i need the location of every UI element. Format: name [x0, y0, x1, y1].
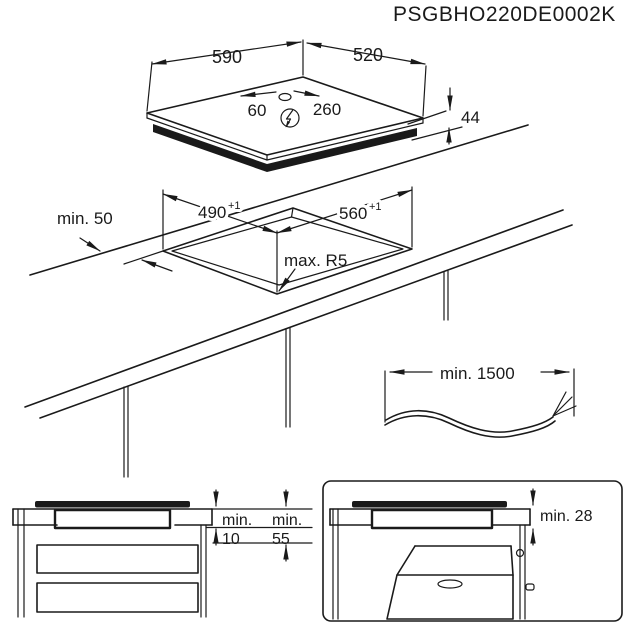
hob-body-right — [267, 128, 417, 172]
oven-top-left-edge — [396, 545, 416, 576]
hob-glass-profile — [35, 501, 190, 508]
drawer-front-upper — [36, 544, 199, 574]
dim-60: 60 — [248, 101, 267, 120]
dim-260: 260 — [313, 100, 341, 119]
dim-line-60 — [240, 91, 277, 98]
cabinet-wall-right-2 — [519, 524, 526, 620]
hob-glass-profile-2 — [352, 501, 507, 508]
hob-body-profile — [53, 508, 172, 530]
cabinet-leg-middle — [285, 327, 291, 428]
label-min-a: min. — [222, 512, 252, 529]
dim-560: 560 — [339, 204, 367, 223]
dim-10: 10 — [222, 531, 240, 548]
dim-line-590 — [151, 41, 302, 65]
ext-line-44-bottom — [411, 126, 463, 141]
ext-line-590-left — [146, 61, 153, 112]
arrow-max-r5 — [278, 268, 296, 292]
oven-top-right-edge — [510, 545, 514, 576]
cable-wire-bottom — [384, 414, 556, 438]
hob-body-left — [153, 124, 267, 172]
ext-line-44-top — [407, 110, 447, 125]
drawer-section-view: min. 10 min. 55 — [12, 489, 313, 618]
hob-body-profile-2 — [370, 508, 494, 530]
cabinet-wall-left — [17, 508, 25, 618]
cutout-thickness-line — [290, 207, 294, 218]
ext-line-rear-clearance — [123, 250, 164, 265]
connection-box — [278, 92, 292, 102]
oven-front — [386, 574, 514, 620]
model-code: PSGBHO220DE0002K — [393, 3, 616, 26]
cabinet-wall-right — [200, 524, 207, 618]
drawer-front-lower — [36, 582, 199, 613]
dim-line-520 — [306, 42, 426, 65]
dim-490-tol: +1 — [228, 200, 241, 212]
dim-490: 490 — [198, 203, 226, 222]
dim-line-260 — [293, 90, 320, 97]
worktop-back-edge — [29, 124, 529, 276]
label-min-50: min. 50 — [57, 209, 113, 228]
worktop-front-edge-top — [24, 209, 564, 408]
dim-44: 44 — [461, 108, 480, 127]
cable-grommet — [515, 548, 525, 558]
worktop-cutout-view: 490 +1 560 +1 max. R5 min. 50 — [24, 124, 573, 478]
cable-length-view: min. 1500 — [384, 364, 577, 438]
cabinet-leg-right — [443, 270, 449, 321]
dim-520: 520 — [353, 45, 383, 65]
arrow-min-50-b — [141, 259, 173, 272]
ext-line-520-right — [422, 65, 427, 117]
dim-line-490 — [162, 193, 278, 234]
cable-frayed-end — [552, 391, 577, 417]
label-max-r5: max. R5 — [284, 251, 347, 270]
label-min-b: min. — [272, 512, 302, 529]
dim-55: 55 — [272, 531, 290, 548]
hob-isometric-view: 590 520 60 260 44 — [146, 39, 480, 172]
oven-section-view: min. 28 — [322, 480, 623, 622]
lightning-icon — [280, 108, 300, 128]
oven — [386, 545, 535, 620]
dim-min-1500: min. 1500 — [440, 364, 515, 383]
dim-line-560 — [276, 189, 413, 234]
section-border — [322, 480, 623, 622]
dim-560-tol: +1 — [369, 201, 382, 213]
oven-handle — [437, 579, 463, 589]
cable-wire-top — [385, 409, 554, 433]
arrow-min-50-a — [79, 237, 101, 252]
oven-side-knob — [525, 583, 535, 591]
dim-590: 590 — [212, 47, 242, 67]
cabinet-wall-left-2 — [332, 508, 339, 620]
cabinet-leg-left — [123, 385, 129, 478]
worktop-front-edge-bottom — [39, 224, 573, 419]
cutout-outer-edge — [162, 207, 413, 295]
dim-min-28: min. 28 — [540, 508, 593, 525]
